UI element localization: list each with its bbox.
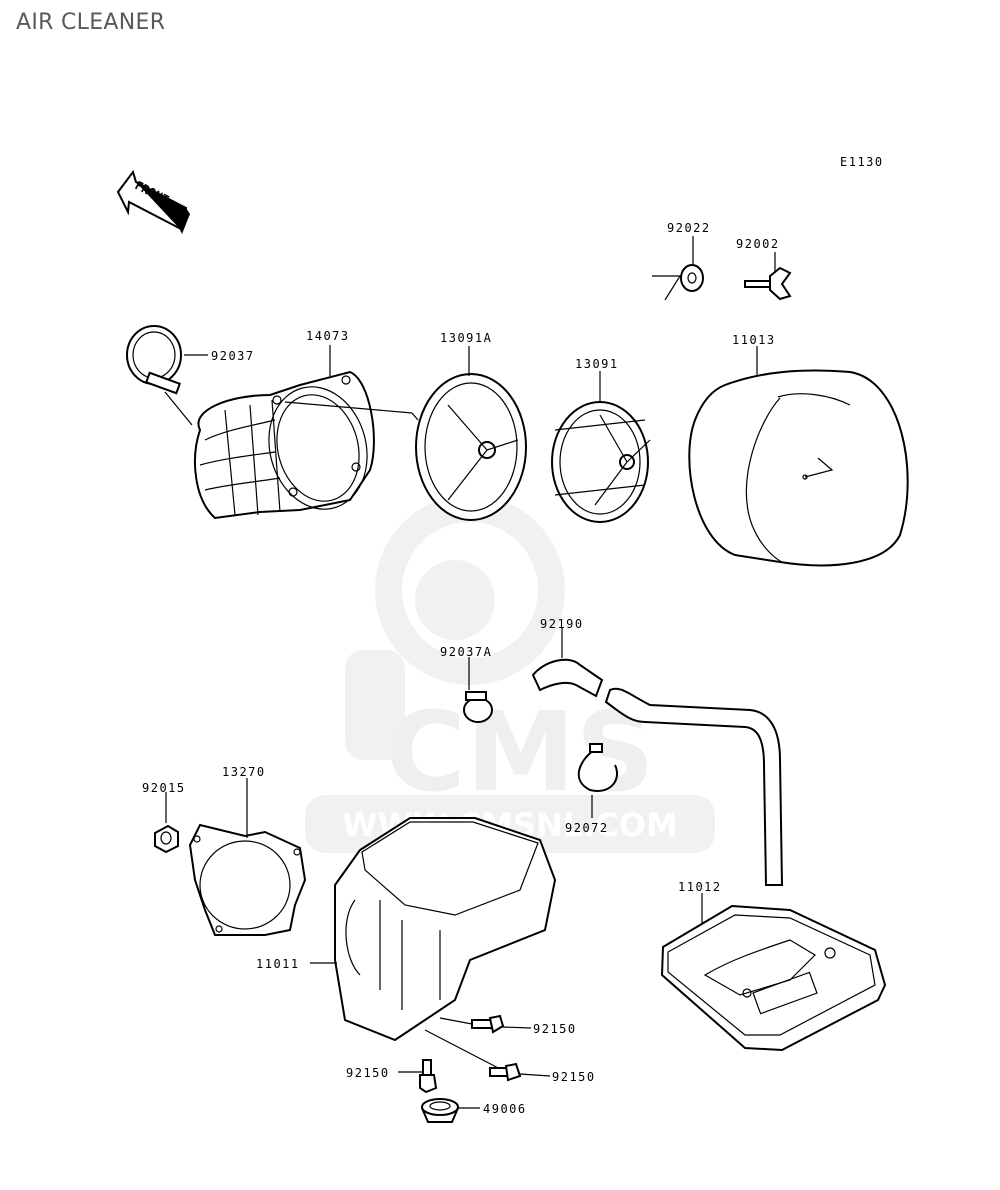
label-92022: 92022 [667,221,711,235]
label-92037: 92037 [211,349,255,363]
part-92150-bolt-b [489,1062,551,1082]
label-92072: 92072 [565,821,609,835]
label-11013: 11013 [732,333,776,347]
part-11013-filter-element [688,346,909,567]
breather-pipe [604,687,784,886]
label-92015: 92015 [142,781,186,795]
label-11011: 11011 [256,957,300,971]
part-11011-case [310,817,557,1073]
label-14073: 14073 [306,329,350,343]
part-92022-washer [652,236,704,301]
part-13270-gasket [188,778,307,936]
label-92037A: 92037A [440,645,492,659]
front-arrow-icon: FRONT [116,169,190,234]
label-11012: 11012 [678,880,722,894]
part-92072-clamp [577,743,618,818]
label-13091A: 13091A [440,331,492,345]
label-13091: 13091 [575,357,619,371]
label-92002: 92002 [736,237,780,251]
part-49006-cap [420,1098,480,1123]
part-13091A-cover [411,346,527,521]
part-92150-bolt-c [398,1059,438,1094]
label-49006: 49006 [483,1102,527,1116]
diagram-code: E1130 [840,155,884,169]
part-11012-box [660,893,887,1052]
part-92037-clamp [126,325,208,426]
part-14073-duct [194,345,413,520]
page-title: AIR CLEANER [16,10,166,35]
watermark-logo-text: CMS [385,688,654,816]
label-13270: 13270 [222,765,266,779]
part-13091-frame [551,371,651,523]
part-92037A-clamp [463,657,493,723]
label-92190: 92190 [540,617,584,631]
part-92190-hose [531,628,604,698]
label-92150-a: 92150 [533,1022,577,1036]
label-92150-c: 92150 [346,1066,390,1080]
label-92150-b: 92150 [552,1070,596,1084]
part-92002-wing-bolt [744,252,792,301]
part-92015-nut [154,792,179,854]
watermark: CMS WWW.CMSNL.COM [305,495,715,853]
part-92150-bolt-a [471,1014,532,1034]
